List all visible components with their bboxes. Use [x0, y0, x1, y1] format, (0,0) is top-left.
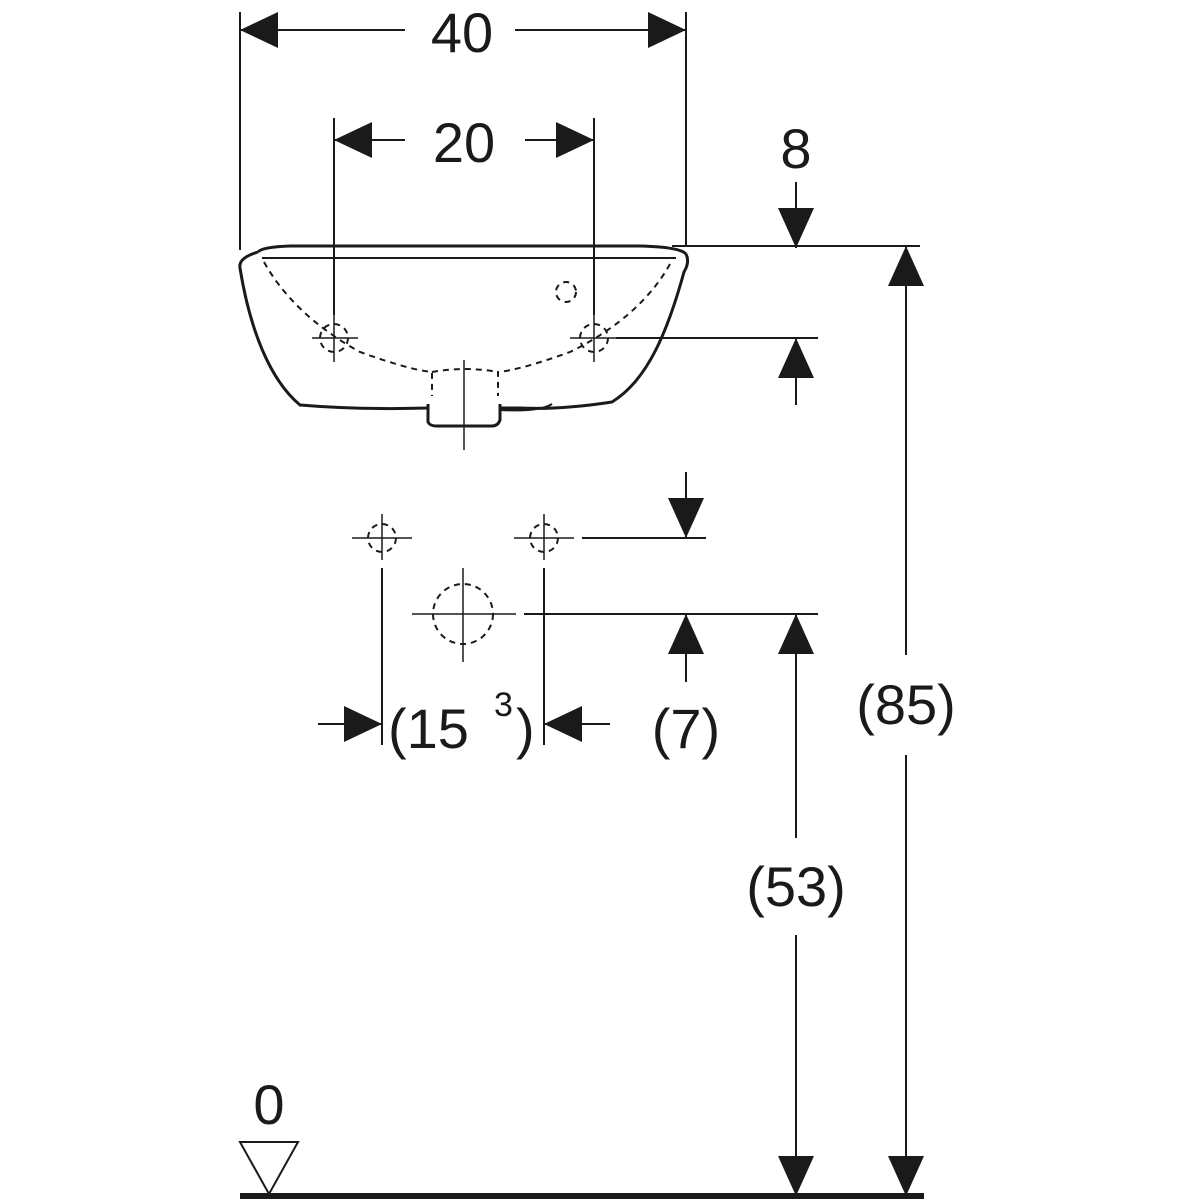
arrow-down-icon — [888, 1156, 924, 1196]
arrow-down-icon — [778, 208, 814, 248]
arrow-up-icon — [778, 614, 814, 654]
arrow-down-icon — [668, 498, 704, 538]
arrow-down-icon — [778, 1156, 814, 1196]
dimension-drain-height: (53) — [746, 614, 846, 1196]
arrow-up-icon — [888, 246, 924, 286]
arrow-up-icon — [668, 614, 704, 654]
label-rough-in-spacing: (15 — [388, 697, 469, 760]
label-overall-width: 40 — [431, 1, 493, 64]
label-tap-spacing: 20 — [433, 111, 495, 174]
arrow-right-icon — [344, 706, 382, 742]
label-drain-height: (53) — [746, 855, 846, 918]
basin-outline — [238, 244, 690, 450]
rough-in-points — [352, 514, 574, 745]
arrow-right-icon — [556, 122, 594, 158]
dimension-rough-in-offset: (7) — [524, 472, 818, 760]
level-triangle-icon — [238, 1141, 300, 1197]
dimension-overall-height: (85) — [856, 246, 956, 1196]
label-floor-level: 0 — [253, 1073, 284, 1136]
arrow-left-icon — [544, 706, 582, 742]
label-rough-in-offset: (7) — [652, 697, 720, 760]
dimension-overall-width: 40 — [239, 1, 687, 250]
dimension-tap-spacing: 20 — [333, 111, 595, 315]
dimension-rough-in-spacing: (15 3 ) — [318, 686, 610, 760]
arrow-left-icon — [240, 12, 278, 48]
arrow-up-icon — [778, 338, 814, 378]
label-rough-in-spacing-superscript: 3 — [494, 686, 513, 724]
arrow-left-icon — [334, 122, 372, 158]
label-top-offset: 8 — [780, 117, 811, 180]
floor-level: 0 — [238, 1073, 924, 1199]
dimension-top-offset: 8 — [616, 117, 920, 405]
label-overall-height: (85) — [856, 673, 956, 736]
arrow-right-icon — [648, 12, 686, 48]
label-rough-in-spacing-close: ) — [516, 697, 535, 760]
